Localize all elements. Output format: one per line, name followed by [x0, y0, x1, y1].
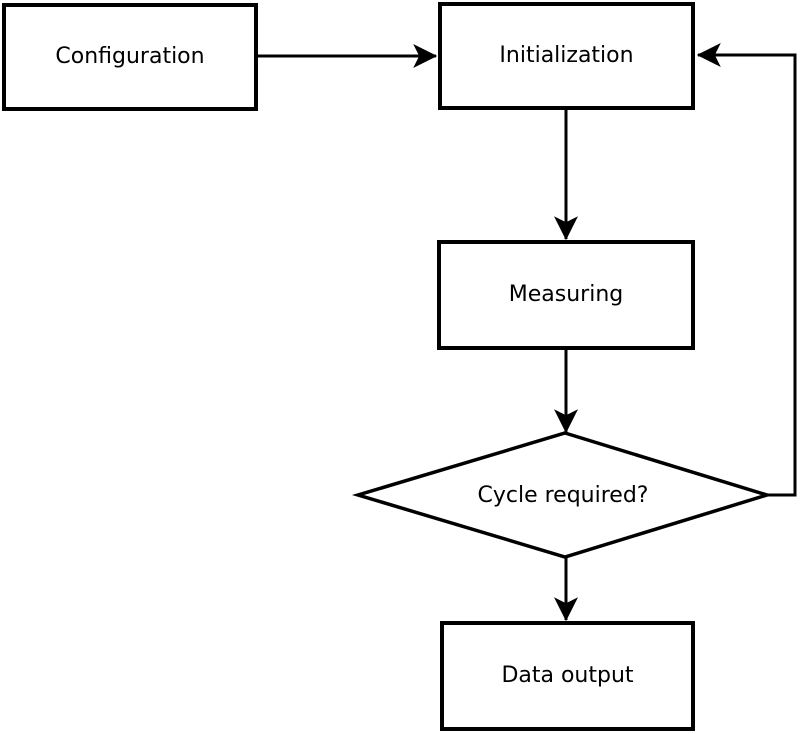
node-cycle-required-label: Cycle required?: [477, 482, 649, 508]
node-data-output: Data output: [440, 621, 695, 731]
node-measuring: Measuring: [437, 240, 695, 350]
node-data-output-label: Data output: [501, 662, 634, 688]
node-configuration: Configuration: [2, 3, 258, 111]
node-initialization-label: Initialization: [499, 42, 634, 68]
node-initialization: Initialization: [438, 2, 695, 110]
node-configuration-label: Configuration: [55, 43, 205, 69]
node-cycle-required: Cycle required?: [358, 473, 768, 517]
decision-diamond-shape: [351, 431, 773, 559]
node-measuring-label: Measuring: [508, 281, 624, 307]
edge-cycle-required-to-initialization-loop: [696, 43, 797, 497]
